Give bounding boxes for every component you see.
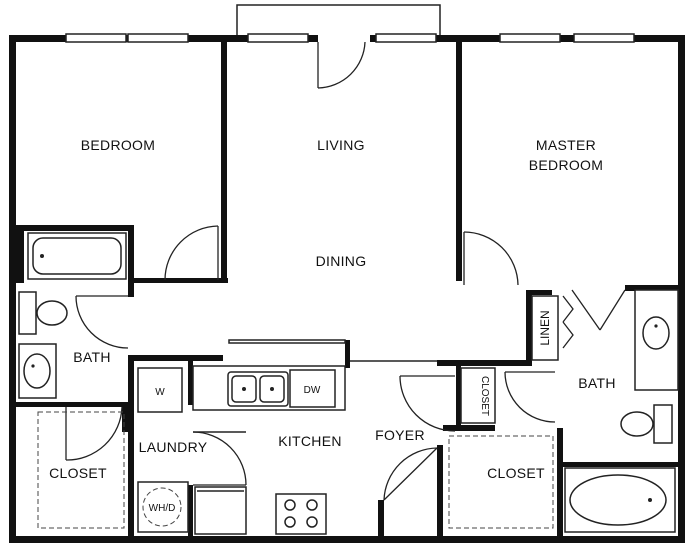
room-label-closet-right: CLOSET	[487, 465, 545, 481]
room-label-master-line1: MASTER	[536, 137, 596, 153]
linen-box	[531, 295, 559, 361]
room-label-closet-left: CLOSET	[49, 465, 107, 481]
room-label-laundry: LAUNDRY	[139, 439, 208, 455]
sink-right	[634, 289, 679, 391]
toilet-right	[620, 404, 673, 444]
room-label-bedroom: BEDROOM	[81, 137, 155, 153]
closet-left-shelf	[37, 411, 125, 529]
bathtub-left	[27, 232, 127, 280]
room-label-kitchen: KITCHEN	[278, 433, 342, 449]
balcony-door	[317, 34, 370, 89]
room-label-bath-left: BATH	[73, 349, 111, 365]
room-label-living: LIVING	[317, 137, 365, 153]
windows	[65, 33, 635, 43]
water-heater-dryer: WH/D	[137, 481, 189, 533]
dishwasher-label: DW	[304, 385, 321, 396]
balcony-outline	[236, 4, 441, 37]
range	[275, 493, 327, 535]
bathtub-right	[564, 467, 676, 533]
closet-right-shelf	[448, 435, 554, 529]
room-label-closet-small: CLOSET	[479, 376, 490, 416]
room-label-bath-right: BATH	[578, 375, 616, 391]
refrigerator	[194, 486, 247, 535]
sink-left	[18, 343, 57, 399]
room-label-dining: DINING	[316, 253, 367, 269]
washer-label: W	[155, 387, 165, 398]
room-label-foyer: FOYER	[375, 427, 425, 443]
water-heater-dryer-label: WH/D	[149, 503, 176, 514]
toilet-left	[18, 291, 68, 335]
interior-walls	[9, 35, 685, 543]
room-label-linen: LINEN	[538, 310, 552, 345]
closet-small-box	[460, 367, 496, 424]
dishwasher: DW	[289, 369, 336, 408]
room-label-master-line2: BEDROOM	[529, 157, 603, 173]
washer: W	[137, 367, 183, 413]
doors	[65, 225, 626, 501]
